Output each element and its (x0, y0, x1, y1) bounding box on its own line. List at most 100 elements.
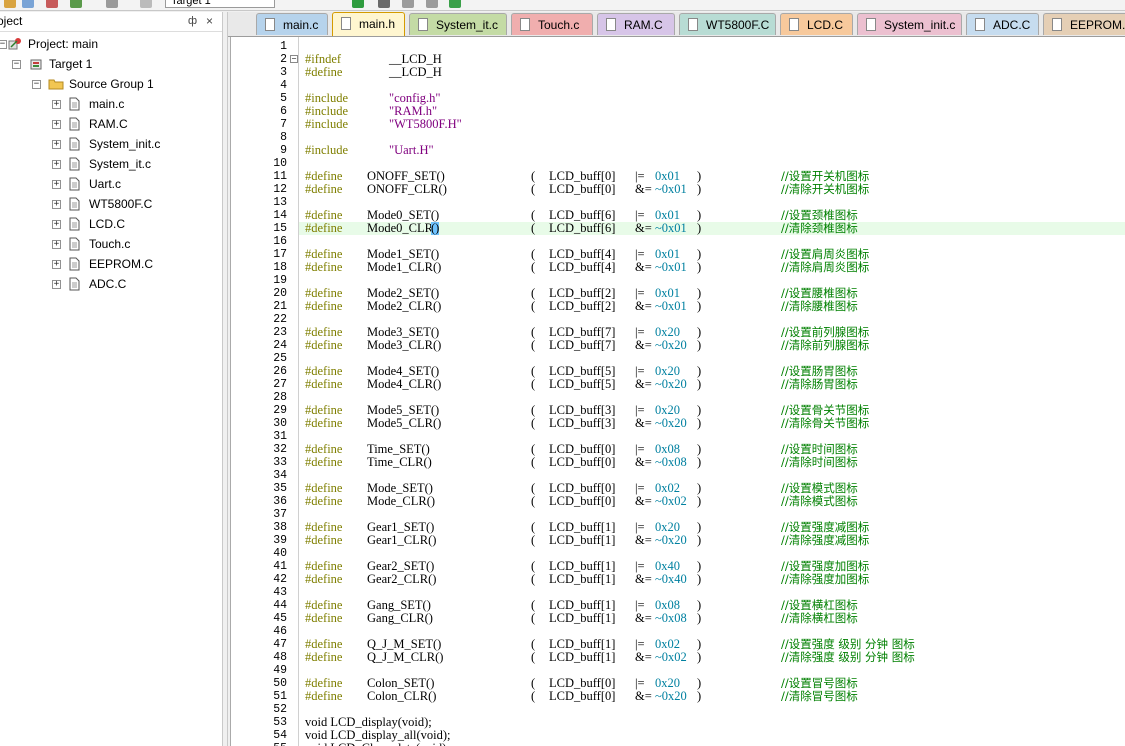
code-line[interactable]: #include"config.h" (305, 92, 1125, 105)
tab-eeprom-c[interactable]: EEPROM.C (1043, 13, 1125, 35)
panel-splitter[interactable] (222, 12, 228, 746)
check-icon[interactable] (449, 0, 461, 8)
tab-system-it-c[interactable]: System_it.c (409, 13, 507, 35)
expand-icon[interactable]: + (52, 119, 61, 129)
tab-touch-c[interactable]: Touch.c (511, 13, 593, 35)
code-line[interactable]: #include"RAM.h" (305, 105, 1125, 118)
tree-file[interactable]: +EEPROM.C (0, 254, 222, 274)
pin-icon[interactable]: ф (188, 15, 198, 27)
code-token: ) (697, 533, 702, 547)
expand-icon[interactable]: + (52, 199, 61, 209)
fold-collapse-icon[interactable]: − (290, 54, 298, 63)
tree-file[interactable]: +main.c (0, 94, 222, 114)
tree-file[interactable]: +System_init.c (0, 134, 222, 154)
tree-file[interactable]: +Touch.c (0, 234, 222, 254)
code-line[interactable]: #ifndef__LCD_H (305, 53, 1125, 66)
tree-root[interactable]: − Project: main (0, 34, 222, 54)
expand-icon[interactable]: + (52, 99, 61, 109)
expand-icon[interactable]: + (52, 219, 61, 229)
tab-adc-c[interactable]: ADC.C (966, 13, 1039, 35)
options-icon[interactable] (70, 0, 82, 8)
up-icon[interactable] (402, 0, 414, 8)
tab-main-h[interactable]: main.h (332, 12, 405, 36)
code-token: |= (635, 169, 645, 183)
code-line[interactable]: #include"Uart.H" (305, 144, 1125, 157)
expand-icon[interactable]: + (52, 259, 61, 269)
collapse-icon[interactable]: − (32, 79, 41, 89)
tab-ram-c[interactable]: RAM.C (597, 13, 675, 35)
tree-file[interactable]: +ADC.C (0, 274, 222, 294)
collapse-icon[interactable]: − (0, 39, 7, 49)
tab-main-c[interactable]: main.c (256, 13, 328, 35)
tree-target[interactable]: − Target 1 (0, 54, 222, 74)
code-token: ~0x08 (655, 455, 687, 469)
expand-icon[interactable]: + (52, 279, 61, 289)
rebuild-icon[interactable] (22, 0, 34, 8)
code-token: ONOFF_SET() (367, 169, 445, 183)
load-icon[interactable] (46, 0, 58, 8)
tree-file[interactable]: +System_it.c (0, 154, 222, 174)
tree-group[interactable]: − Source Group 1 (0, 74, 222, 94)
expand-icon[interactable]: + (52, 139, 61, 149)
tab-wt5800f-c[interactable]: WT5800F.C (679, 13, 776, 35)
code-line[interactable]: void LCD_display_all(void); (305, 729, 1125, 742)
manage-icon[interactable] (106, 0, 118, 8)
expand-icon[interactable]: + (52, 179, 61, 189)
tree-file[interactable]: +Uart.c (0, 174, 222, 194)
target-select[interactable]: Target 1 (165, 0, 275, 8)
collapse-icon[interactable]: − (12, 59, 21, 69)
code-directive: #define (305, 338, 343, 352)
debug-icon[interactable] (140, 0, 152, 8)
tree-file[interactable]: +WT5800F.C (0, 194, 222, 214)
build-icon[interactable] (4, 0, 16, 8)
code-comment: //设置强度 级别 分钟 图标 (781, 637, 915, 651)
code-line[interactable]: #include"WT5800F.H" (305, 118, 1125, 131)
close-icon[interactable]: × (206, 14, 214, 28)
code-directive: #define (305, 325, 343, 339)
code-line[interactable]: void LCD_Clear_data(void); (305, 742, 1125, 746)
expand-icon[interactable]: + (52, 159, 61, 169)
code-comment: //清除肩周炎图标 (781, 260, 870, 274)
code-directive: #define (305, 221, 343, 235)
tree-file[interactable]: +RAM.C (0, 114, 222, 134)
save-icon[interactable] (378, 0, 390, 8)
down-icon[interactable] (426, 0, 438, 8)
code-line[interactable]: void LCD_display(void); (305, 716, 1125, 729)
code-token: &= (635, 611, 652, 625)
tab-lcd-c[interactable]: LCD.C (780, 13, 853, 35)
code-line[interactable]: #define__LCD_H (305, 66, 1125, 79)
green-tool-icon[interactable] (352, 0, 364, 8)
tree-file[interactable]: +LCD.C (0, 214, 222, 234)
expand-icon[interactable]: + (52, 239, 61, 249)
tab-system-init-c[interactable]: System_init.c (857, 13, 962, 35)
